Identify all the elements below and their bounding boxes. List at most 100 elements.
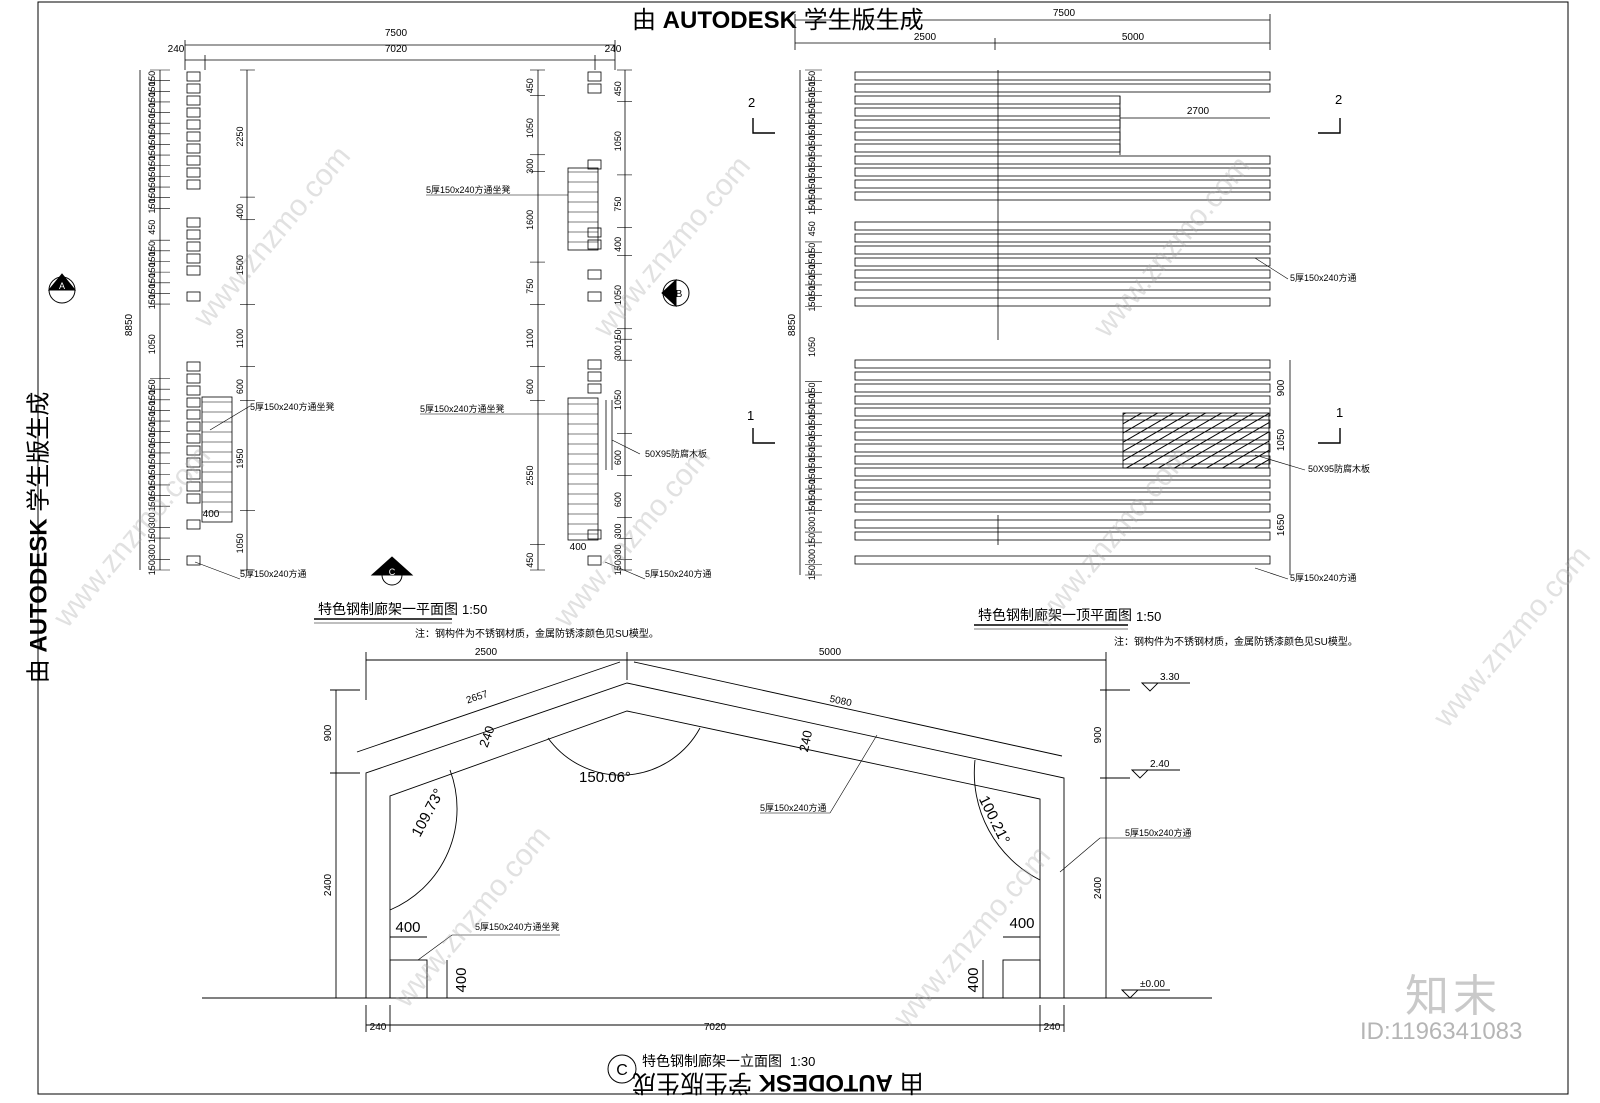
plan-left-dim-label: 150 <box>147 124 157 139</box>
plan-post <box>186 397 201 408</box>
roof-dim-label: 150 <box>807 425 817 440</box>
plan-left-dim-label: 150 <box>147 198 157 213</box>
elev-dim-2400-left: 2400 <box>323 873 334 896</box>
plan-post <box>186 241 201 252</box>
plan-left-dim-label: 150 <box>147 411 157 426</box>
plan-post <box>587 359 602 370</box>
roof-dim-label: 150 <box>807 490 817 505</box>
stamp-brand: AUTODESK <box>758 1069 893 1096</box>
plan-left-dim-label: 150 <box>147 496 157 511</box>
elev-dim-400-left: 400 <box>395 919 420 936</box>
plan-post <box>587 269 602 280</box>
roof-dim-label: 150 <box>807 103 817 118</box>
plan-inner-dim-label: 1050 <box>235 533 245 553</box>
plan-dim-400-right: 400 <box>570 542 587 553</box>
roof-dim-label: 150 <box>807 458 817 473</box>
roof-dim-label: 150 <box>807 404 817 419</box>
roof-dim-label: 150 <box>807 168 817 183</box>
plan-label-tube-left: 5厚150x240方通 <box>240 568 307 579</box>
elevation-marker-c <box>607 1054 637 1084</box>
plan-post <box>186 83 201 94</box>
plan-left-dim-label: 150 <box>147 433 157 448</box>
plan-left-dim-label: 150 <box>147 390 157 405</box>
plan-right-dim2-label: 400 <box>613 237 623 252</box>
roof-dim-label: 150 <box>807 157 817 172</box>
roof-slat <box>854 371 1271 381</box>
plan-right-dim-label: 1100 <box>525 329 535 348</box>
plan-right-dim2-label: 1050 <box>613 390 623 410</box>
roof-slat <box>854 467 1271 477</box>
plan-dim-height: 8850 <box>124 313 135 336</box>
plan-right-dim-label: 2550 <box>525 466 535 486</box>
roof-dim-label: 150 <box>807 533 817 548</box>
plan-right-dim-label: 450 <box>525 553 535 568</box>
plan-dim-total: 7500 <box>385 28 408 39</box>
plan-post <box>186 373 201 384</box>
plan-right-dim-label: 450 <box>525 78 535 93</box>
plan-left-dim-label: 150 <box>147 273 157 288</box>
autodesk-stamp-left: 由 AUTODESK 学生版生成 <box>18 392 53 684</box>
section-marker-b-label: B <box>676 289 683 300</box>
plan-post <box>186 167 201 178</box>
plan-left-dim-label: 150 <box>147 560 157 575</box>
elev-label-tube-mid: 5厚150x240方通 <box>760 802 827 813</box>
plan-post <box>186 229 201 240</box>
roof-slat <box>854 167 1271 177</box>
stamp-prefix: 由 <box>25 652 53 684</box>
plan-left-dim-label: 300 <box>147 544 157 559</box>
plan-label-seat-mid: 5厚150x240方通坐凳 <box>420 403 505 414</box>
elev-level-240: 2.40 <box>1150 759 1170 770</box>
plan-right-dim2-label: 450 <box>613 81 623 96</box>
elev-label-tube-seat: 5厚150x240方通坐凳 <box>475 921 560 932</box>
roof-slat <box>854 519 1271 529</box>
plan-left-dim-label: 150 <box>147 486 157 501</box>
roof-dim-label: 150 <box>807 189 817 204</box>
plan-post <box>186 179 201 190</box>
elev-level-330: 3.30 <box>1160 672 1180 683</box>
elev-title: 特色钢制廊架一立面图 <box>642 1053 782 1069</box>
plan-left-dim-label: 150 <box>147 294 157 309</box>
elev-dim-240-bottom-right: 240 <box>1044 1022 1061 1033</box>
plan-post <box>587 239 602 250</box>
plan-left-dim-label: 150 <box>147 422 157 437</box>
roof-section-2-left: 2 <box>748 95 755 110</box>
plan-left-dim-label: 150 <box>147 188 157 203</box>
roof-slat <box>854 431 1271 441</box>
roof-dim-label: 150 <box>807 479 817 494</box>
plan-post <box>186 469 201 480</box>
plan-post <box>587 159 602 170</box>
section-marker-c <box>370 556 414 586</box>
plan-left-dim-label: 150 <box>147 379 157 394</box>
section-marker-c-label: C <box>389 567 396 577</box>
plan-post <box>186 217 201 228</box>
plan-post <box>186 493 201 504</box>
plan-post <box>186 265 201 276</box>
elev-dim-900-right: 900 <box>1093 726 1104 743</box>
roof-dim-label: 150 <box>807 200 817 215</box>
roof-slat <box>854 443 1271 453</box>
section-marker-a-label: A <box>59 281 65 291</box>
plan-right-dim2-label: 1050 <box>613 285 623 305</box>
plan-left-dim-label: 300 <box>147 512 157 527</box>
roof-slat <box>854 479 1271 489</box>
roof-slat <box>854 269 1271 279</box>
section-marker-b <box>661 278 690 308</box>
elev-scale: 1:30 <box>790 1054 815 1069</box>
roof-dim-label: 150 <box>807 264 817 279</box>
roof-slat <box>854 407 1271 417</box>
stamp-brand: AUTODESK <box>25 518 53 653</box>
stamp-suffix: 学生版生成 <box>632 1069 759 1096</box>
plan-dim-400-left: 400 <box>203 509 220 520</box>
roof-slat <box>854 71 1271 81</box>
elev-dim-240-left: 240 <box>476 724 498 750</box>
elev-dim-400-right: 400 <box>1009 915 1034 932</box>
roof-dim-label: 150 <box>807 146 817 161</box>
roof-title: 特色钢制廊架一顶平面图 <box>978 607 1132 623</box>
roof-section-1-right: 1 <box>1336 405 1343 420</box>
plan-seat-slats <box>202 171 598 535</box>
plan-left-dim-label: 1050 <box>147 334 157 354</box>
plan-right-dim-label: 750 <box>525 279 535 294</box>
plan-left-dim-label: 150 <box>147 71 157 86</box>
